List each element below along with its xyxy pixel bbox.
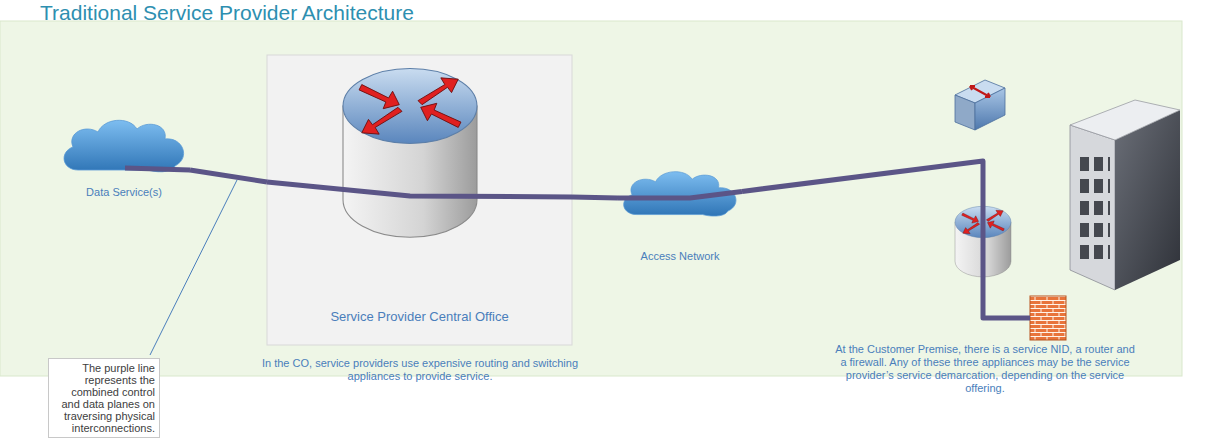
central-office-box — [267, 55, 572, 345]
diagram-title: Traditional Service Provider Architectur… — [40, 1, 414, 25]
note-box: The purple line represents the combined … — [48, 358, 160, 438]
cloud-label: Access Network — [580, 250, 780, 262]
building — [1070, 100, 1180, 290]
leader-line — [150, 180, 237, 355]
data-path — [267, 182, 572, 197]
cloud-shape: Access Network — [618, 168, 742, 218]
firewall — [1030, 296, 1066, 340]
caption-note: At the Customer Premise, there is a serv… — [832, 343, 1138, 395]
nid-switch — [955, 80, 1005, 130]
co-router — [343, 68, 477, 237]
background-panel — [0, 21, 1182, 376]
data-path-connector — [190, 170, 267, 182]
caption-note: In the CO, service providers use expensi… — [252, 357, 588, 383]
cloud-outline — [618, 168, 742, 218]
cloud-shape: Data Service(s) — [58, 116, 190, 174]
data-path — [742, 161, 1030, 318]
data-path — [125, 168, 190, 170]
central-office: Service Provider Central Office — [267, 55, 572, 345]
cloud-outline — [58, 116, 190, 174]
note-text: The purple line represents the combined … — [53, 362, 155, 434]
cloud-label: Data Service(s) — [24, 186, 224, 198]
data-path — [618, 191, 742, 198]
data-path-connector — [572, 195, 618, 201]
office-label: Service Provider Central Office — [267, 309, 572, 324]
